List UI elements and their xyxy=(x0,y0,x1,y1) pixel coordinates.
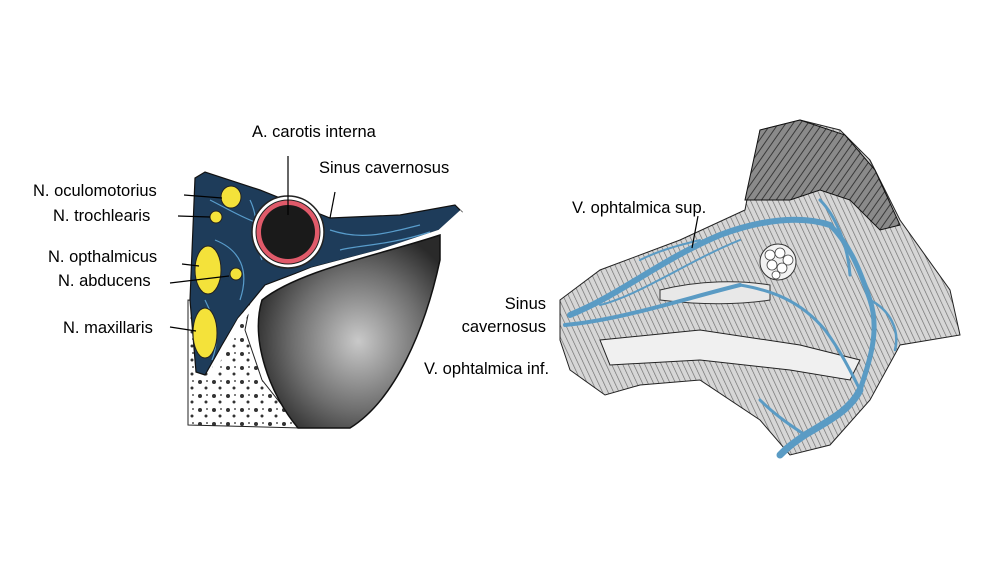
leader-oculomotorius xyxy=(183,194,223,199)
label-v-sup-text: V. ophtalmica sup. xyxy=(572,199,707,217)
right-section-drawing xyxy=(559,119,961,459)
leader-opthalmicus xyxy=(181,263,200,267)
orbit-floor xyxy=(599,329,861,381)
ophthalmic-nerve-shape xyxy=(194,245,222,295)
leader-trochlearis xyxy=(177,215,211,218)
label-carotis-interna: A. carotis interna xyxy=(252,124,376,141)
oculomotor-nerve-shape xyxy=(220,185,242,209)
abducens-nerve-shape xyxy=(229,267,243,281)
label-trochlearis-text: N. trochlearis xyxy=(53,207,151,225)
label-sinus-line1: Sinus xyxy=(504,295,546,313)
label-n-abducens: N. abducens xyxy=(58,273,151,290)
label-oculomotorius-text: N. oculomotorius xyxy=(33,182,157,200)
label-n-trochlearis: N. trochlearis xyxy=(53,208,150,225)
leader-abducens xyxy=(169,275,230,284)
label-sinus-line2: cavernosus xyxy=(461,317,546,336)
label-n-opthalmicus: N. opthalmicus xyxy=(48,249,157,266)
label-opthalmicus-text: N. opthalmicus xyxy=(48,248,158,266)
label-abducens-text: N. abducens xyxy=(58,272,151,290)
skull-wall xyxy=(744,119,901,231)
label-maxillaris-text: N. maxillaris xyxy=(63,319,153,337)
dura-membrane xyxy=(207,210,464,380)
label-sinus-cavernosus-right: Sinus cavernosus xyxy=(446,296,546,335)
label-v-inf-text: V. ophtalmica inf. xyxy=(424,360,550,378)
maxillary-nerve-shape xyxy=(192,307,218,359)
label-sinus-cavernosus: Sinus cavernosus xyxy=(319,160,449,177)
veins xyxy=(563,198,898,459)
label-v-ophtalmica-inf: V. ophtalmica inf. xyxy=(424,361,549,378)
label-v-ophtalmica-sup: V. ophtalmica sup. xyxy=(572,200,706,217)
label-n-maxillaris: N. maxillaris xyxy=(63,320,153,337)
sphenoid-sinus xyxy=(257,233,441,429)
label-n-oculomotorius: N. oculomotorius xyxy=(33,183,157,200)
leader-maxillaris xyxy=(169,326,197,332)
label-carotis-text: A. carotis interna xyxy=(252,123,376,141)
label-sinus-text: Sinus cavernosus xyxy=(319,159,450,177)
left-section-drawing xyxy=(169,156,464,429)
leader-v-sup xyxy=(691,215,699,249)
trochlear-nerve-shape xyxy=(209,210,223,224)
leader-sinus xyxy=(329,191,336,219)
